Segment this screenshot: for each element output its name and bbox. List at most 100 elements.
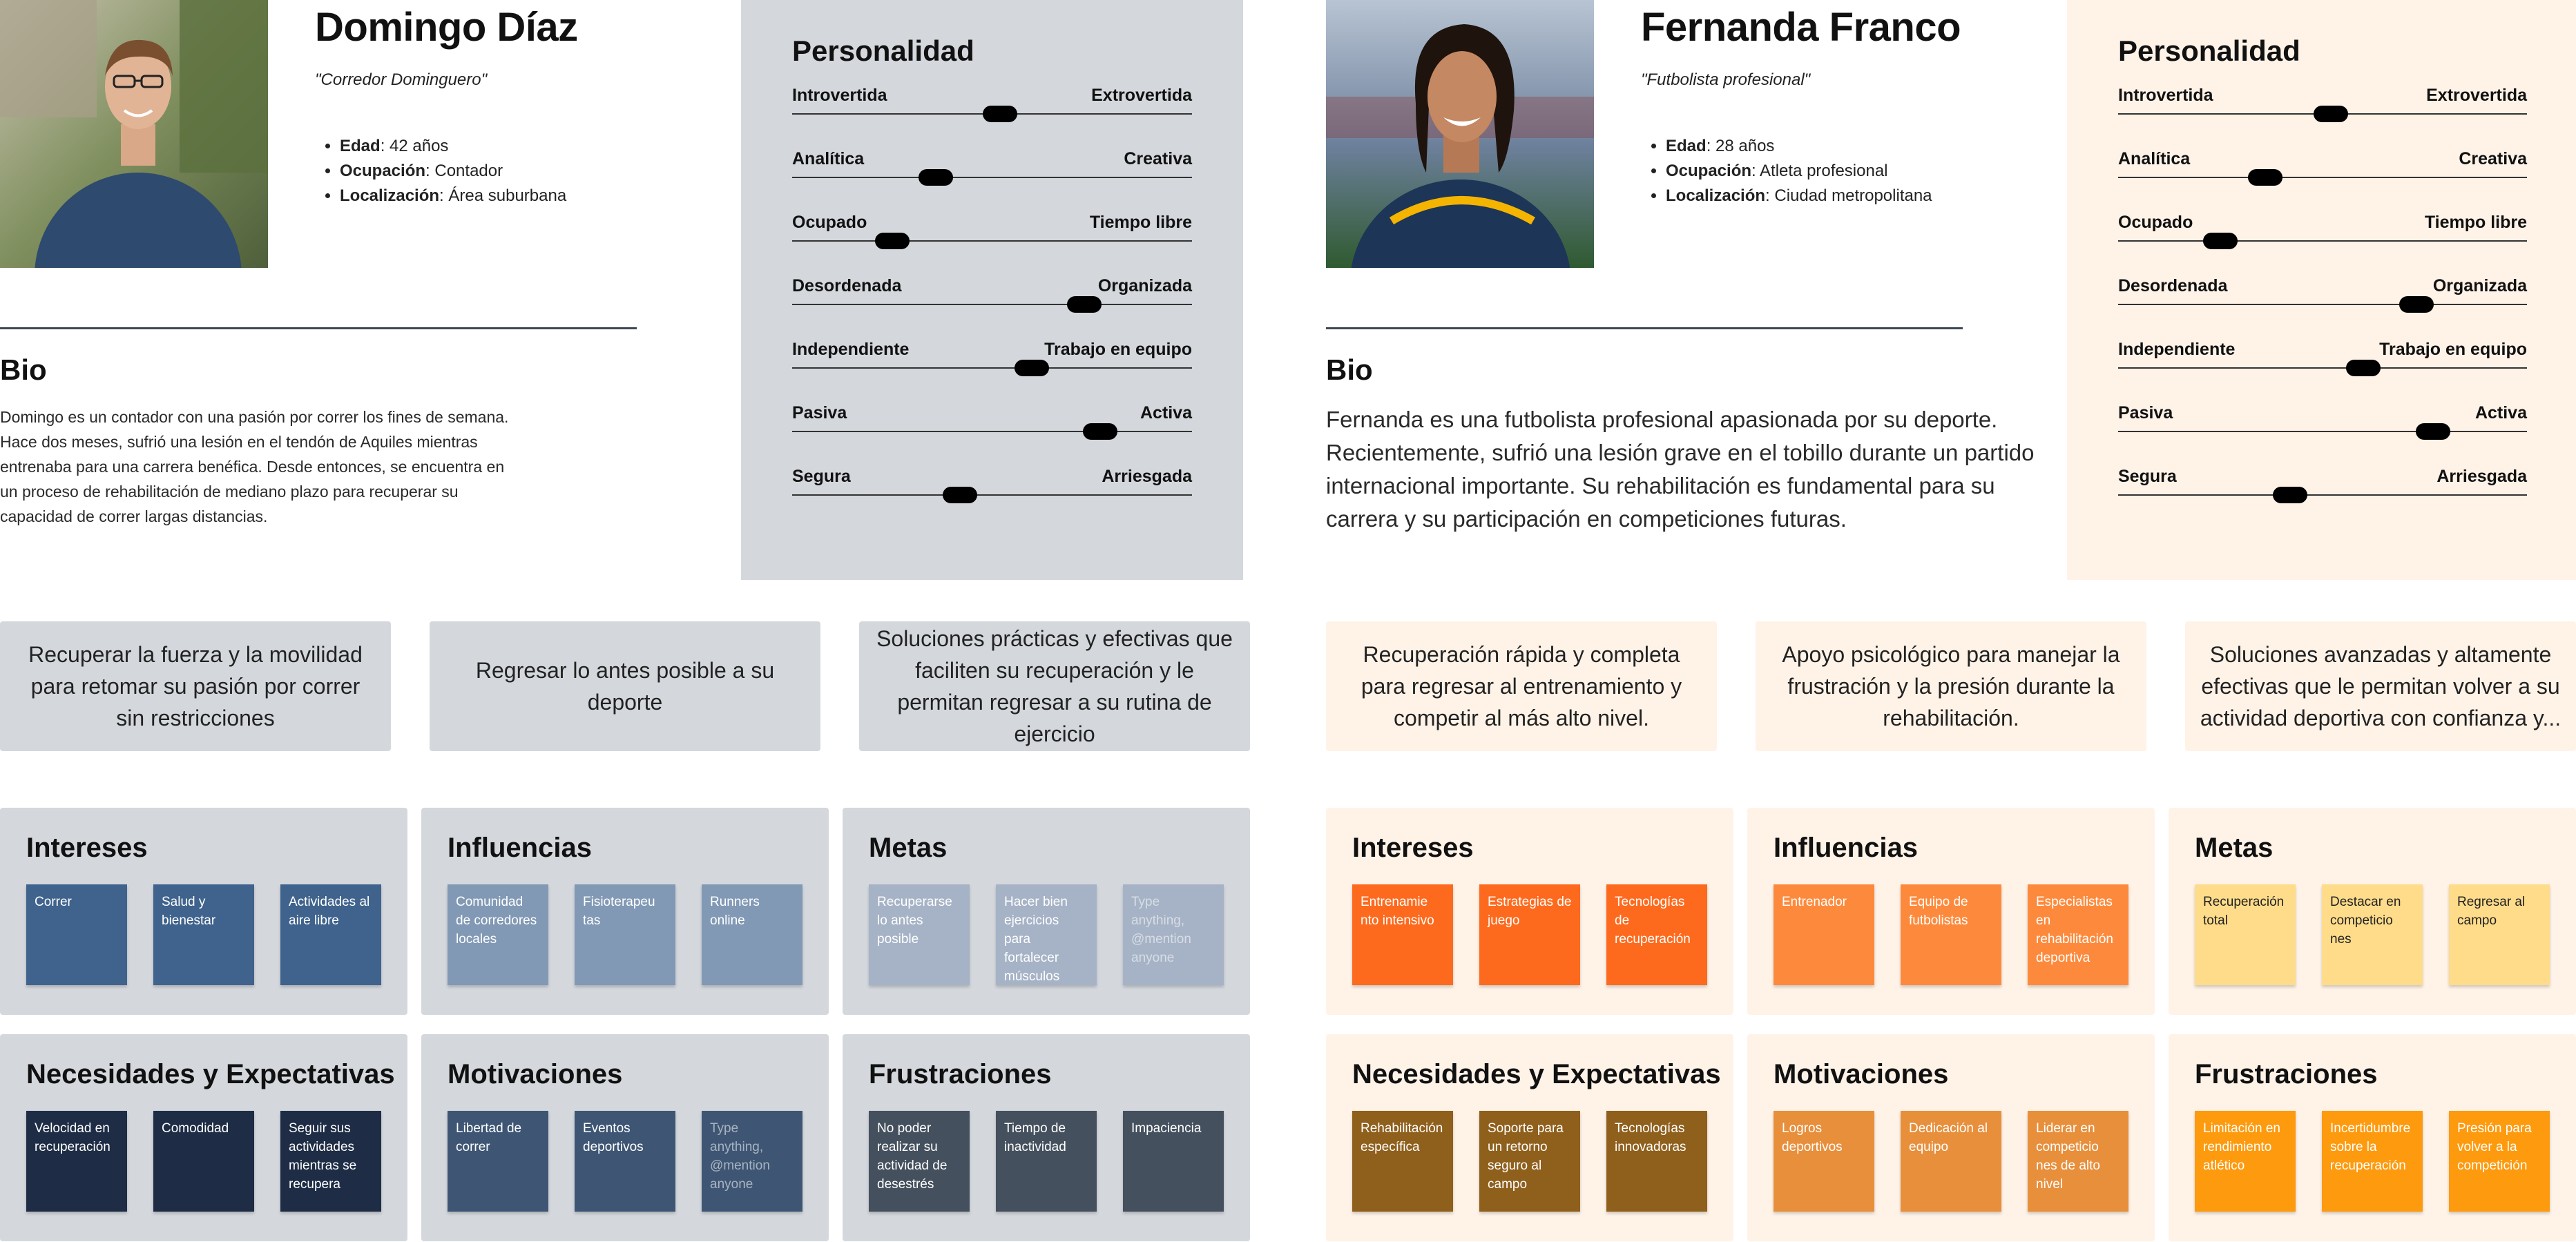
sticky-note[interactable]: Estrategias de juego [1479, 884, 1580, 985]
sticky-note[interactable]: Soporte para un retorno seguro al campo [1479, 1111, 1580, 1212]
sticky-note[interactable]: Actividades al aire libre [280, 884, 381, 985]
sticky-notes: No poder realizar su actividad de desest… [869, 1111, 1224, 1212]
sticky-note[interactable]: Equipo de futbolistas [1901, 884, 2001, 985]
sticky-note[interactable]: Libertad de correr [448, 1111, 548, 1212]
goal-card[interactable]: Recuperar la fuerza y la movilidad para … [0, 621, 391, 751]
sticky-note[interactable]: Comodidad [153, 1111, 254, 1212]
sticky-note[interactable]: No poder realizar su actividad de desest… [869, 1111, 970, 1212]
sticky-note[interactable]: Fisioterapeu tas [575, 884, 675, 985]
slider-handle[interactable] [2248, 169, 2283, 186]
sticky-note[interactable]: Especialistas en rehabilitación deportiv… [2028, 884, 2128, 985]
sticky-note[interactable]: Recuperación total [2195, 884, 2296, 985]
sticky-note[interactable]: Dedicación al equipo [1901, 1111, 2001, 1212]
sticky-note[interactable]: Destacar en competicio nes [2322, 884, 2423, 985]
sticky-note[interactable]: Logros deportivos [1774, 1111, 1874, 1212]
sticky-note[interactable]: Regresar al campo [2449, 884, 2550, 985]
trait-slider[interactable]: Ocupado Tiempo libre [2118, 213, 2527, 276]
goal-card[interactable]: Soluciones prácticas y efectivas que fac… [859, 621, 1250, 751]
trait-right-label: Creativa [1124, 149, 1192, 168]
slider-track [792, 494, 1192, 496]
slider-handle[interactable] [1082, 423, 1117, 440]
goal-card[interactable]: Soluciones avanzadas y altamente efectiv… [2185, 621, 2576, 751]
sticky-note[interactable]: Correr [26, 884, 127, 985]
sticky-note-text: Entrenador [1782, 895, 1847, 909]
sticky-note[interactable]: Tecnologías de recuperación [1606, 884, 1707, 985]
sticky-note[interactable]: Liderar en competicio nes de alto nivel [2028, 1111, 2128, 1212]
slider-handle[interactable] [2346, 360, 2381, 376]
sticky-note[interactable]: Type anything, @mention anyone [1123, 884, 1224, 985]
trait-right-label: Tiempo libre [2424, 213, 2527, 232]
trait-left-label: Introvertida [792, 86, 887, 105]
sticky-note[interactable]: Salud y bienestar [153, 884, 254, 985]
sticky-note[interactable]: Tiempo de inactividad [996, 1111, 1097, 1212]
sticky-note[interactable]: Tecnologías innovadoras [1606, 1111, 1707, 1212]
slider-handle[interactable] [2415, 423, 2450, 440]
sticky-note[interactable]: Entrenamie nto intensivo [1352, 884, 1453, 985]
sticky-note-text: Presión para volver a la competición [2457, 1121, 2532, 1173]
slider-handle[interactable] [2399, 296, 2434, 313]
sticky-note-text: Recuperarse lo antes posible [877, 895, 952, 947]
slider-handle[interactable] [874, 233, 910, 249]
trait-left-label: Desordenada [2118, 276, 2228, 295]
sticky-note[interactable]: Runners online [702, 884, 802, 985]
slider-track [2118, 494, 2527, 496]
sticky-note-text: Rehabilitación específica [1361, 1121, 1443, 1154]
slider-handle[interactable] [2203, 233, 2238, 249]
sticky-note-text: Dedicación al equipo [1909, 1121, 1988, 1154]
bio-title: Bio [1326, 353, 1373, 386]
trait-left-label: Segura [792, 467, 851, 486]
sticky-note-text: Tecnologías innovadoras [1615, 1121, 1686, 1154]
sticky-note[interactable]: Impaciencia [1123, 1111, 1224, 1212]
slider-handle[interactable] [983, 106, 1018, 122]
section-divider [0, 327, 637, 329]
trait-left-label: Ocupado [2118, 213, 2193, 232]
sticky-note-text: Regresar al campo [2457, 895, 2526, 928]
sticky-note[interactable]: Type anything, @mention anyone [702, 1111, 802, 1212]
sticky-note[interactable]: Rehabilitación específica [1352, 1111, 1453, 1212]
slider-handle[interactable] [943, 487, 978, 503]
sticky-note-text: Type anything, @mention anyone [1131, 895, 1191, 965]
sticky-note-text: Eventos deportivos [583, 1121, 644, 1154]
sticky-note[interactable]: Hacer bien ejercicios para fortalecer mú… [996, 884, 1097, 985]
slider-handle[interactable] [1066, 296, 1102, 313]
trait-left-label: Segura [2118, 467, 2177, 486]
slider-track [2118, 431, 2527, 432]
slider-handle[interactable] [2272, 487, 2307, 503]
fact-location: Localización: Área suburbana [340, 184, 566, 208]
slider-handle[interactable] [1015, 360, 1050, 376]
sticky-note[interactable]: Eventos deportivos [575, 1111, 675, 1212]
sticky-note[interactable]: Presión para volver a la competición [2449, 1111, 2550, 1212]
trait-right-label: Tiempo libre [1089, 213, 1192, 232]
board-title: Intereses [26, 833, 148, 863]
sticky-note[interactable]: Recuperarse lo antes posible [869, 884, 970, 985]
goal-card[interactable]: Regresar lo antes posible a su deporte [430, 621, 820, 751]
sticky-note[interactable]: Comunidad de corredores locales [448, 884, 548, 985]
slider-handle[interactable] [919, 169, 954, 186]
slider-handle[interactable] [2313, 106, 2348, 122]
goal-card[interactable]: Recuperación rápida y completa para regr… [1326, 621, 1717, 751]
goal-card[interactable]: Apoyo psicológico para manejar la frustr… [1756, 621, 2146, 751]
sticky-note[interactable]: Incertidumbre sobre la recuperación [2322, 1111, 2423, 1212]
sticky-note[interactable]: Velocidad en recuperación [26, 1111, 127, 1212]
sticky-note[interactable]: Entrenador [1774, 884, 1874, 985]
sticky-note[interactable]: Seguir sus actividades mientras se recup… [280, 1111, 381, 1212]
sticky-note[interactable]: Limitación en rendimiento atlético [2195, 1111, 2296, 1212]
trait-right-label: Organizada [1097, 276, 1192, 295]
sticky-note-text: Runners online [710, 895, 760, 928]
trait-left-label: Introvertida [2118, 86, 2213, 105]
